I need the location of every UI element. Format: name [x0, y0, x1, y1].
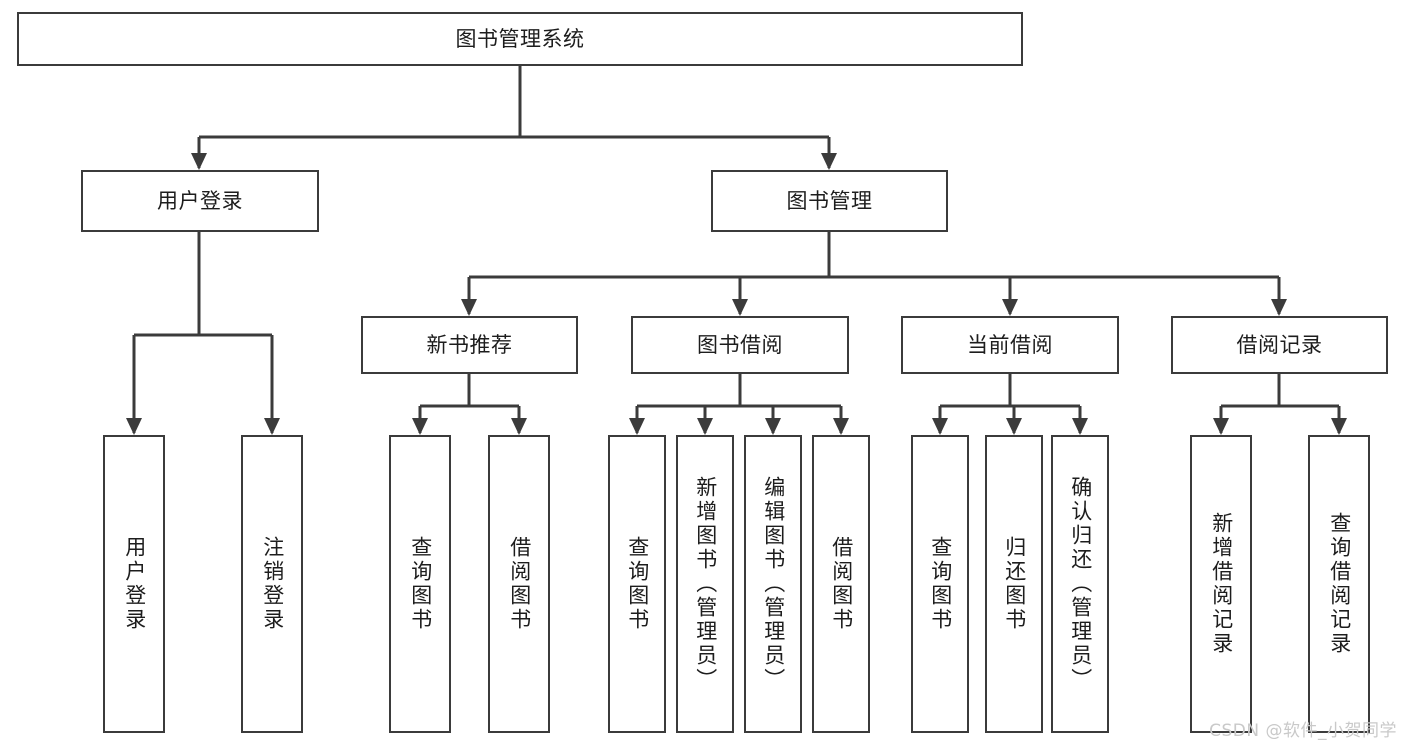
- node-leaf-return-book[interactable]: 归还图书: [985, 435, 1043, 733]
- node-borrow-record[interactable]: 借阅记录: [1171, 316, 1388, 374]
- node-leaf-confirm-return-admin[interactable]: 确认归还（管理员）: [1051, 435, 1109, 733]
- node-leaf-user-logout[interactable]: 注销登录: [241, 435, 303, 733]
- node-label: 查询借阅记录: [1327, 512, 1352, 656]
- node-label: 当前借阅: [967, 332, 1053, 357]
- node-leaf-add-book-admin[interactable]: 新增图书（管理员）: [676, 435, 734, 733]
- watermark: CSDN @软件_小贺同学: [1209, 721, 1397, 741]
- node-label: 用户登录: [122, 536, 147, 632]
- node-book-management-module[interactable]: 图书管理: [711, 170, 948, 232]
- node-label: 注销登录: [260, 536, 285, 632]
- node-new-book-recommend[interactable]: 新书推荐: [361, 316, 578, 374]
- node-leaf-add-borrow-record[interactable]: 新增借阅记录: [1190, 435, 1252, 733]
- node-leaf-query-book-new[interactable]: 查询图书: [389, 435, 451, 733]
- node-current-borrow[interactable]: 当前借阅: [901, 316, 1119, 374]
- node-root-system[interactable]: 图书管理系统: [17, 12, 1023, 66]
- node-label: 新书推荐: [426, 332, 513, 357]
- node-leaf-edit-book-admin[interactable]: 编辑图书（管理员）: [744, 435, 802, 733]
- node-label: 图书管理系统: [455, 26, 585, 51]
- node-label: 借阅图书: [507, 536, 532, 632]
- node-label: 新增借阅记录: [1209, 512, 1234, 656]
- node-label: 新增图书（管理员）: [693, 476, 718, 692]
- node-label: 查询图书: [408, 536, 433, 632]
- node-book-borrow[interactable]: 图书借阅: [631, 316, 849, 374]
- node-leaf-borrow-book-new[interactable]: 借阅图书: [488, 435, 550, 733]
- node-label: 图书管理: [786, 188, 873, 213]
- node-leaf-user-login[interactable]: 用户登录: [103, 435, 165, 733]
- node-label: 用户登录: [157, 188, 243, 213]
- node-leaf-query-book-current[interactable]: 查询图书: [911, 435, 969, 733]
- node-label: 查询图书: [625, 536, 650, 632]
- node-leaf-lend-book[interactable]: 借阅图书: [812, 435, 870, 733]
- node-label: 借阅记录: [1236, 332, 1323, 357]
- node-leaf-query-book-borrow[interactable]: 查询图书: [608, 435, 666, 733]
- node-label: 查询图书: [928, 536, 953, 632]
- node-label: 图书借阅: [697, 332, 783, 357]
- node-label: 借阅图书: [829, 536, 854, 632]
- node-leaf-query-borrow-record[interactable]: 查询借阅记录: [1308, 435, 1370, 733]
- node-user-login-module[interactable]: 用户登录: [81, 170, 319, 232]
- node-label: 编辑图书（管理员）: [761, 476, 786, 692]
- node-label: 归还图书: [1002, 536, 1027, 632]
- node-label: 确认归还（管理员）: [1068, 476, 1093, 692]
